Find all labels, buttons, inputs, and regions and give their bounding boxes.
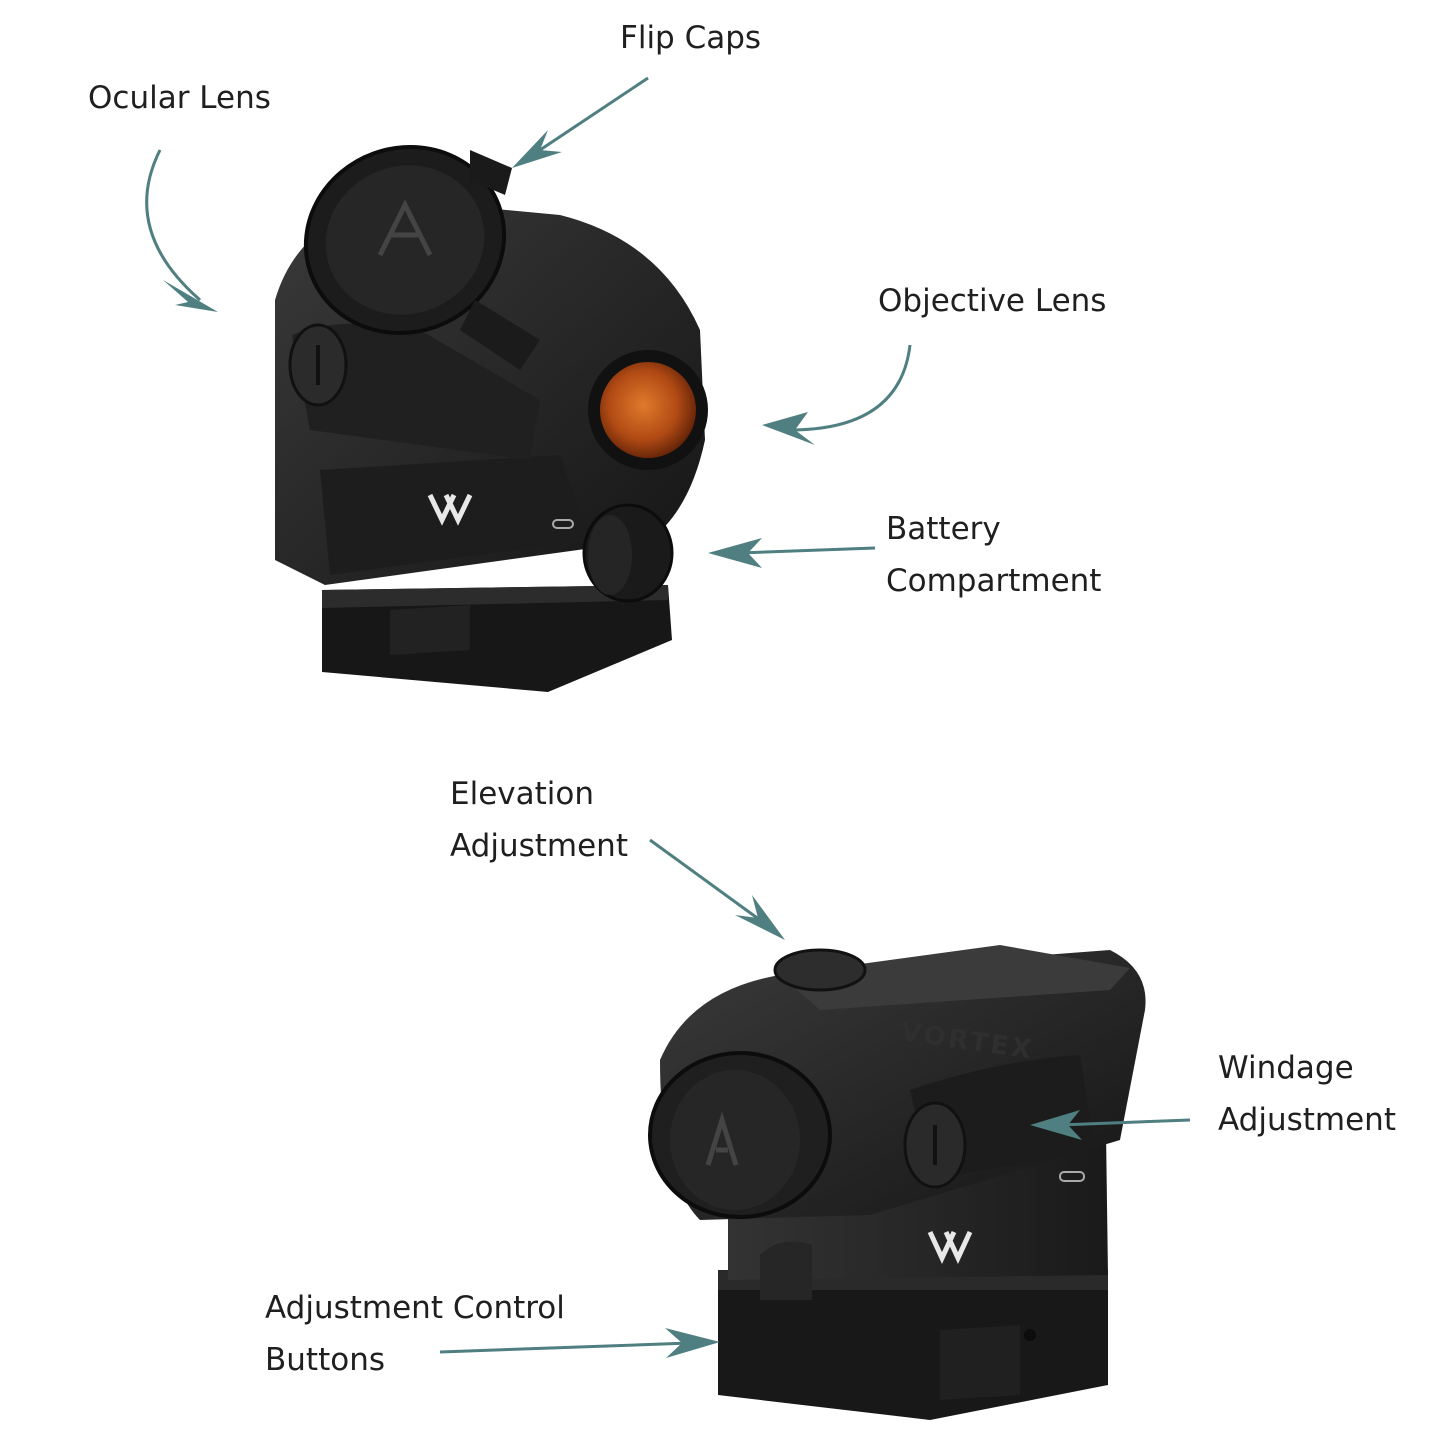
arrowhead-windage	[1030, 1110, 1082, 1140]
label-windage-adjustment: Windage Adjustment	[1218, 1042, 1396, 1146]
arrow-buttons	[439, 1341, 691, 1354]
label-flip-caps-text: Flip Caps	[620, 20, 762, 56]
arrowhead-flip-caps	[512, 130, 562, 168]
label-elevation-line2: Adjustment	[450, 828, 628, 864]
label-buttons-line1: Adjustment Control	[265, 1290, 565, 1326]
top-cap-logo	[377, 199, 433, 257]
bottom-red-dot-sight: VORTEX	[648, 945, 1146, 1420]
bottom-cap-logo	[705, 1111, 739, 1166]
arrow-objective-lens	[789, 344, 912, 432]
bottom-body-logo	[927, 1230, 973, 1264]
label-adjustment-control-buttons: Adjustment Control Buttons	[265, 1282, 565, 1386]
arrow-windage	[1059, 1118, 1191, 1127]
label-windage-line2: Adjustment	[1218, 1102, 1396, 1138]
label-windage-line1: Windage	[1218, 1050, 1354, 1086]
arrowhead-objective-lens	[762, 412, 815, 445]
arrowhead-buttons	[665, 1328, 720, 1358]
label-ocular-lens: Ocular Lens	[88, 72, 271, 124]
top-objective-lens	[600, 362, 696, 458]
arrow-heads	[163, 130, 1082, 1358]
label-battery-compartment: Battery Compartment	[886, 503, 1101, 607]
arrow-battery	[739, 546, 876, 555]
label-objective-lens-text: Objective Lens	[878, 283, 1107, 319]
label-flip-caps: Flip Caps	[620, 12, 761, 64]
arrow-ocular-lens	[145, 149, 201, 302]
label-battery-line2: Compartment	[886, 563, 1102, 599]
arrow-flip-caps	[539, 76, 649, 152]
label-objective-lens: Objective Lens	[878, 275, 1106, 327]
label-elevation-adjustment: Elevation Adjustment	[450, 768, 628, 872]
annotation-arrows	[145, 76, 1191, 1354]
top-red-dot-sight	[275, 145, 708, 692]
arrow-elevation	[649, 838, 761, 922]
label-elevation-line1: Elevation	[450, 776, 594, 812]
bottom-elevation-turret	[773, 948, 867, 992]
arrowhead-elevation	[735, 895, 785, 940]
label-battery-line1: Battery	[886, 511, 1001, 547]
bottom-ocular-cap	[648, 1051, 832, 1219]
top-flip-cap	[303, 145, 540, 370]
label-buttons-line2: Buttons	[265, 1342, 385, 1378]
top-body-logo	[427, 493, 473, 526]
arrowhead-battery	[708, 538, 762, 568]
label-ocular-lens-text: Ocular Lens	[88, 80, 271, 116]
arrowhead-ocular-lens	[163, 280, 218, 312]
